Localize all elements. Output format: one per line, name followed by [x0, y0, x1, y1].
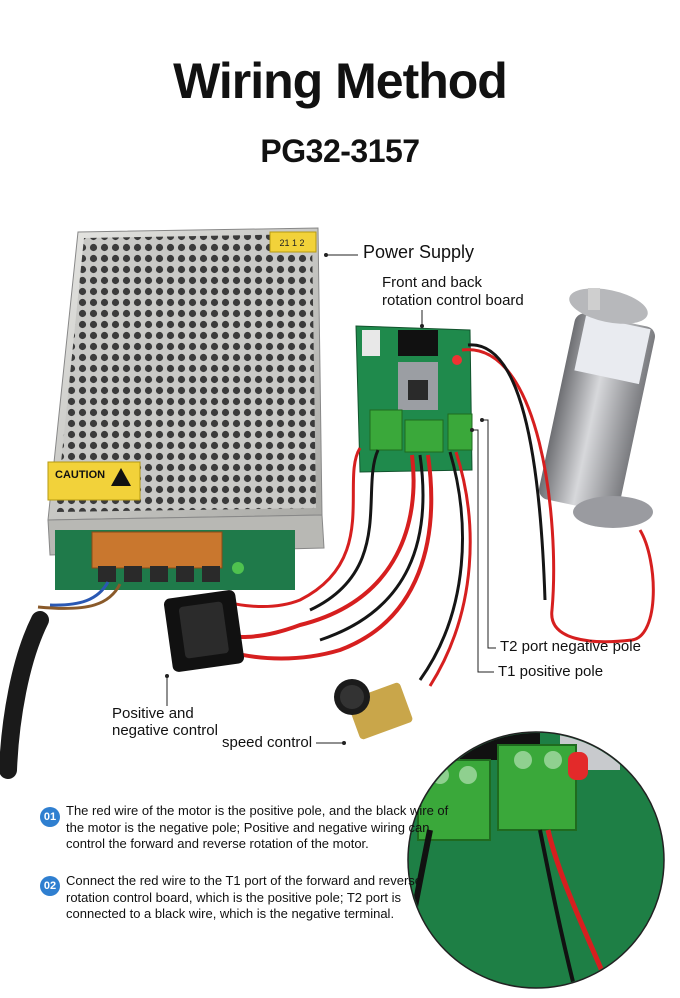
t1-port-label: T1 positive pole — [498, 663, 604, 680]
caution-sticker-text: CAUTION — [55, 469, 105, 481]
control-board-label-line2: rotation control board — [382, 292, 524, 309]
dc-motor — [539, 288, 655, 528]
switch-label-line2: negative control — [112, 722, 218, 739]
switch-label-line1: Positive and — [112, 705, 194, 722]
voltage-sticker-text: 21 1 2 — [279, 238, 304, 248]
power-supply-label: Power Supply — [363, 242, 475, 262]
zoom-inset — [407, 731, 665, 989]
note-text-2: Connect the red wire to the T1 port of t… — [66, 873, 423, 921]
control-board-label-line1: Front and back — [382, 274, 483, 291]
page-title: Wiring Method — [173, 53, 508, 109]
note-badge-1: 01 — [40, 807, 60, 827]
rocker-switch — [163, 590, 245, 672]
model-number: PG32-3157 — [260, 133, 420, 169]
speed-control-label: speed control — [222, 734, 313, 751]
note-text-1: The red wire of the motor is the positiv… — [66, 803, 449, 851]
control-board — [355, 325, 473, 473]
note-badge-2: 02 — [40, 876, 60, 896]
power-supply: 21 1 2 CAUTION — [47, 227, 325, 590]
potentiometer — [334, 679, 413, 740]
voltage-sticker — [269, 231, 317, 253]
t2-port-label: T2 port negative pole — [500, 638, 641, 655]
